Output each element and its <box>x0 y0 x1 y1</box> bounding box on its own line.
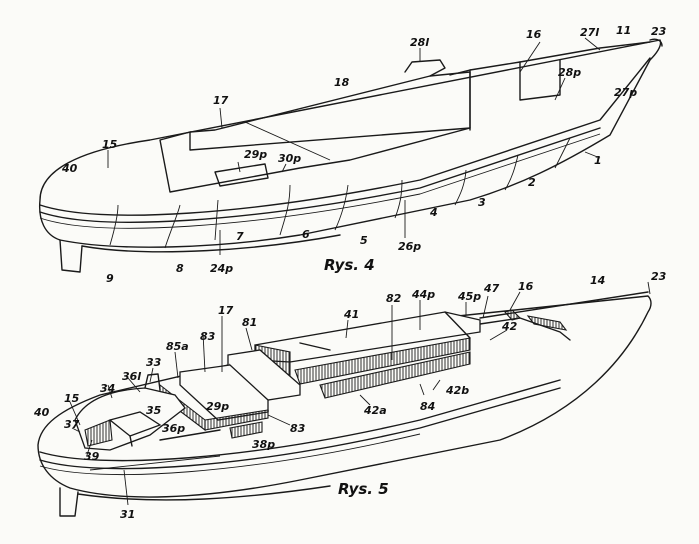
label-84: 84 <box>420 400 435 413</box>
label-44p: 44p <box>411 288 435 301</box>
label-2: 2 <box>528 176 536 189</box>
label-23-fig4: 23 <box>651 25 667 38</box>
label-11: 11 <box>616 24 631 37</box>
label-5: 5 <box>360 234 368 247</box>
label-82: 82 <box>386 292 402 305</box>
label-27p: 27p <box>614 86 637 99</box>
label-31: 31 <box>120 508 135 521</box>
label-28p: 28p <box>558 66 581 79</box>
label-24p: 24p <box>210 262 233 275</box>
label-16-fig4: 16 <box>526 28 542 41</box>
label-26p: 26p <box>398 240 421 253</box>
label-42: 42 <box>501 320 518 333</box>
label-4: 4 <box>429 206 438 219</box>
figure-5-hull <box>37 291 652 517</box>
label-81: 81 <box>242 316 257 329</box>
label-27l: 27l <box>580 26 599 39</box>
label-8: 8 <box>176 262 184 275</box>
label-7: 7 <box>236 230 244 243</box>
label-15-fig5: 15 <box>64 392 80 405</box>
label-29p-fig5: 29p <box>206 400 229 413</box>
caption-rys-4: Rys. 4 <box>324 256 375 274</box>
label-28l: 28l <box>410 36 429 49</box>
label-29p-fig4: 29p <box>244 148 267 161</box>
label-18: 18 <box>334 76 350 89</box>
label-40-fig4: 40 <box>61 162 78 175</box>
label-15-fig4: 15 <box>102 138 118 151</box>
label-1: 1 <box>594 154 602 167</box>
label-36l: 36l <box>122 370 141 383</box>
caption-rys-5: Rys. 5 <box>338 480 389 498</box>
label-42b: 42b <box>445 384 469 397</box>
label-47: 47 <box>483 282 500 295</box>
figure-4-hull <box>38 38 663 273</box>
label-40-fig5: 40 <box>33 406 50 419</box>
label-17-fig5: 17 <box>218 304 234 317</box>
label-17-fig4: 17 <box>213 94 229 107</box>
label-83-upper: 83 <box>200 330 216 343</box>
label-37: 37 <box>64 418 80 431</box>
label-41: 41 <box>343 308 359 321</box>
label-42a: 42a <box>363 404 387 417</box>
label-23-fig5: 23 <box>651 270 667 283</box>
leader-lines <box>69 37 651 506</box>
figure-4-labels: 1 2 3 4 5 6 7 8 9 11 15 17 18 23 24p 26p… <box>61 24 667 285</box>
label-85a: 85a <box>166 340 189 353</box>
label-14: 14 <box>590 274 605 287</box>
label-30p: 30p <box>278 152 301 165</box>
label-35: 35 <box>146 404 162 417</box>
label-6: 6 <box>302 228 310 241</box>
label-16-fig5: 16 <box>518 280 534 293</box>
label-38p: 38p <box>252 438 275 451</box>
label-33: 33 <box>146 356 162 369</box>
label-83-lower: 83 <box>290 422 306 435</box>
label-36p: 36p <box>162 422 185 435</box>
figure-5-labels: 14 15 16 17 23 29p 31 33 34 35 36p 36l 3… <box>33 270 667 521</box>
label-39: 39 <box>84 450 100 463</box>
label-3: 3 <box>478 196 486 209</box>
label-34: 34 <box>100 382 115 395</box>
label-9: 9 <box>106 272 114 285</box>
label-45p: 45p <box>457 290 481 303</box>
